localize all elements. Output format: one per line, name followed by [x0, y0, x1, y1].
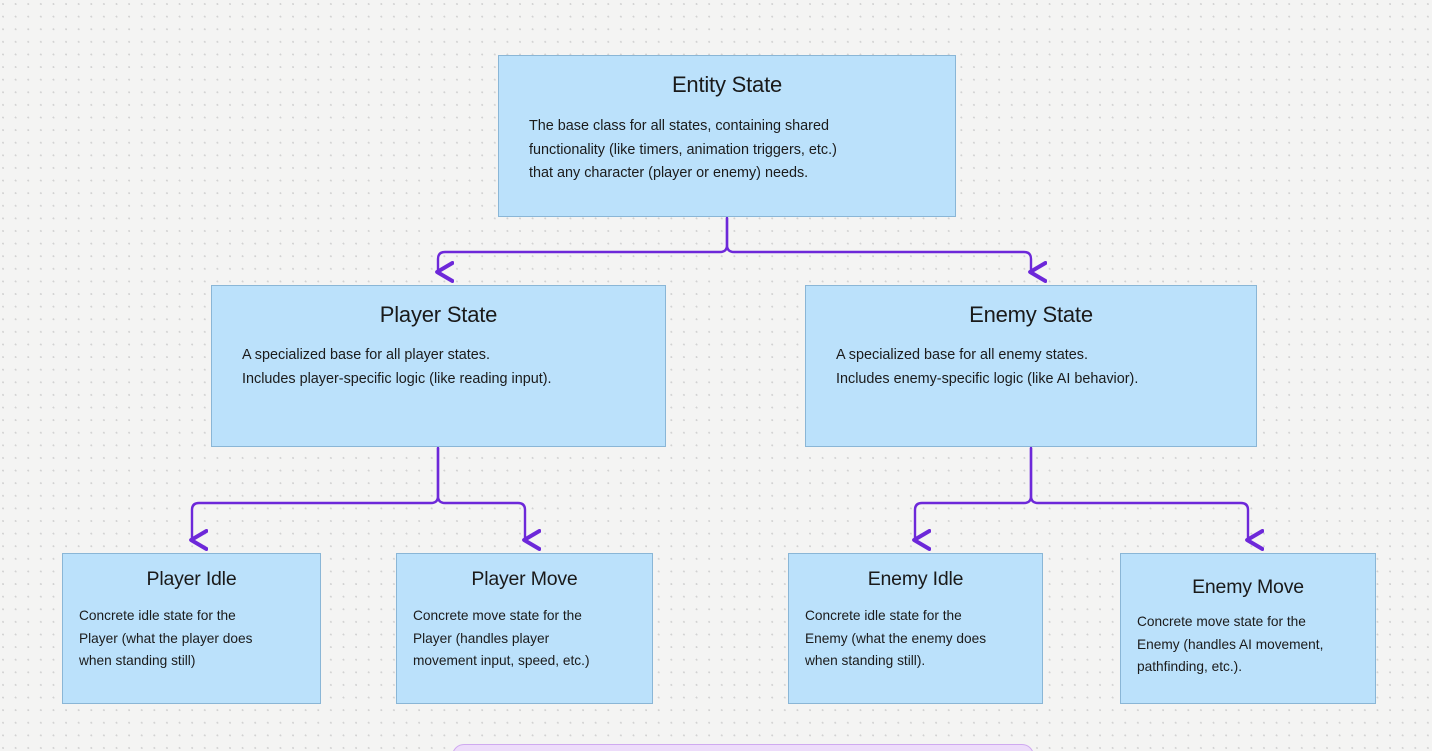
node-entity-state[interactable]: Entity State The base class for all stat…	[498, 55, 956, 217]
node-player-state[interactable]: Player State A specialized base for all …	[211, 285, 666, 447]
edge-entity-to-player	[438, 216, 729, 272]
node-description: Concrete idle state for the Player (what…	[79, 608, 253, 668]
bottom-partial-panel[interactable]	[452, 744, 1034, 751]
node-description: Concrete idle state for the Enemy (what …	[805, 608, 987, 668]
edge-enemy-to-enemy-move	[1029, 446, 1248, 540]
node-title: Enemy Idle	[867, 568, 964, 590]
node-description: The base class for all states, containin…	[529, 118, 837, 181]
node-description: Concrete move state for the Player (hand…	[413, 608, 590, 668]
node-player-idle[interactable]: Player Idle Concrete idle state for the …	[62, 553, 321, 704]
node-enemy-move[interactable]: Enemy Move Concrete move state for the E…	[1120, 553, 1376, 704]
node-player-move[interactable]: Player Move Concrete move state for the …	[396, 553, 653, 704]
node-title: Entity State	[671, 72, 783, 97]
edge-player-to-player-idle	[192, 446, 440, 540]
node-description: A specialized base for all enemy states.…	[836, 347, 1139, 387]
edge-player-to-player-move	[436, 446, 525, 540]
node-title: Player Idle	[146, 568, 237, 590]
node-enemy-state[interactable]: Enemy State A specialized base for all e…	[805, 285, 1257, 447]
edge-entity-to-enemy	[725, 216, 1031, 272]
node-title: Enemy Move	[1192, 576, 1304, 598]
edge-enemy-to-enemy-idle	[915, 446, 1033, 540]
node-title: Player State	[379, 302, 498, 327]
node-enemy-idle[interactable]: Enemy Idle Concrete idle state for the E…	[788, 553, 1043, 704]
node-title: Player Move	[471, 568, 578, 590]
node-description: A specialized base for all player states…	[242, 347, 552, 387]
node-title: Enemy State	[969, 302, 1093, 327]
node-description: Concrete move state for the Enemy (handl…	[1137, 614, 1324, 674]
